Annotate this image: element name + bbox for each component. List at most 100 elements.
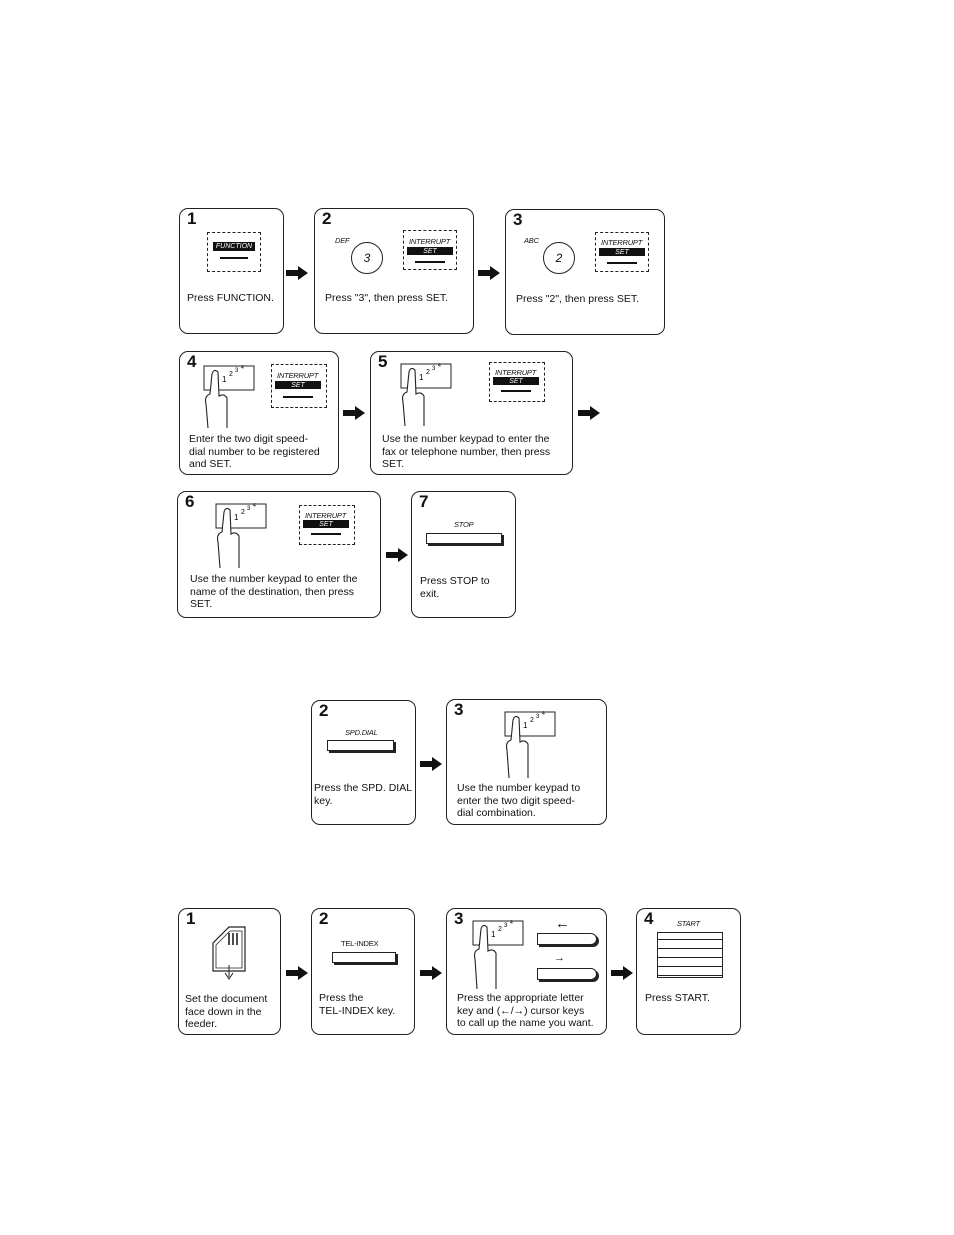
svg-text:3: 3 <box>247 506 251 512</box>
hand-pressing-icon: 1 2 3 4 <box>472 920 524 990</box>
step-number: 1 <box>186 909 196 928</box>
key-letters: DEF <box>335 236 350 245</box>
spd-dial-key <box>327 740 394 751</box>
step-caption: Press START. <box>645 992 710 1004</box>
left-arrow-icon: ← <box>555 915 570 932</box>
hand-pressing-icon: 1 2 3 4 <box>400 363 452 427</box>
key-bar <box>501 390 531 392</box>
key-bar <box>607 262 637 264</box>
svg-text:2: 2 <box>498 926 502 933</box>
step-caption: Press the TEL-INDEX key. <box>319 992 396 1017</box>
right-arrow-icon <box>386 548 408 562</box>
step-caption: Press the SPD. DIAL key. <box>314 782 413 807</box>
right-arrow-icon <box>343 406 365 420</box>
svg-text:3: 3 <box>536 714 540 720</box>
svg-text:4: 4 <box>241 365 244 371</box>
svg-text:2: 2 <box>530 717 534 724</box>
set-key: SET <box>275 381 321 389</box>
set-key-box <box>595 232 649 272</box>
digit-label: 2 <box>555 251 563 265</box>
svg-text:4: 4 <box>438 363 441 369</box>
left-cursor-key <box>537 933 597 945</box>
s1-step-6: 6 1 2 3 4 INTERRUPT SET Use the number k… <box>177 491 381 618</box>
digit-key: 3 <box>351 242 383 274</box>
interrupt-label: INTERRUPT <box>277 371 319 380</box>
interrupt-label: INTERRUPT <box>601 238 643 247</box>
svg-text:3: 3 <box>235 368 239 374</box>
digit-label: 3 <box>363 251 371 265</box>
hand-pressing-icon: 1 2 3 4 <box>504 711 556 779</box>
key-letters: ABC <box>524 236 539 245</box>
step-number: 3 <box>454 700 464 719</box>
svg-text:2: 2 <box>241 509 245 516</box>
s3-step-4: 4 START Press START. <box>636 908 741 1035</box>
function-key: FUNCTION <box>213 242 255 251</box>
s1-step-4: 4 1 2 3 4 INTERRUPT SET Enter the two di… <box>179 351 339 475</box>
interrupt-label: INTERRUPT <box>409 237 451 246</box>
svg-text:4: 4 <box>253 503 256 509</box>
s3-step-1: 1 Set the document face down in the feed… <box>178 908 281 1035</box>
step-number: 2 <box>322 209 332 228</box>
svg-text:4: 4 <box>542 711 545 717</box>
step-caption: Press "2", then press SET. <box>516 293 640 305</box>
set-key-box <box>489 362 545 402</box>
step-number: 6 <box>185 492 195 511</box>
step-number: 2 <box>319 701 329 720</box>
right-arrow-icon <box>420 757 442 771</box>
stop-key <box>426 533 502 544</box>
s3-step-2: 2 TEL-INDEX Press the TEL-INDEX key. <box>311 908 415 1035</box>
svg-text:1: 1 <box>523 721 528 730</box>
step-number: 5 <box>378 352 388 371</box>
svg-text:1: 1 <box>491 930 496 939</box>
tel-index-key <box>332 952 396 963</box>
interrupt-label: INTERRUPT <box>305 511 347 520</box>
interrupt-label: INTERRUPT <box>495 368 537 377</box>
svg-text:1: 1 <box>419 373 424 382</box>
spd-dial-key-label: SPD.DIAL <box>345 728 378 737</box>
key-bar <box>220 257 248 259</box>
right-arrow-icon <box>578 406 600 420</box>
s2-step-2: 2 SPD.DIAL Press the SPD. DIAL key. <box>311 700 416 825</box>
svg-text:1: 1 <box>222 375 227 384</box>
set-key-box <box>403 230 457 270</box>
set-key-box <box>271 364 327 408</box>
step-caption: Press the appropriate letter key and (←/… <box>457 992 594 1029</box>
step-number: 4 <box>187 352 197 371</box>
svg-text:3: 3 <box>432 366 436 372</box>
right-arrow-glyph-icon: → <box>554 952 565 964</box>
s1-step-2: 2 DEF 3 INTERRUPT SET Press "3", then pr… <box>314 208 474 334</box>
step-caption: Press STOP to exit. <box>420 575 490 600</box>
step-caption: Use the number keypad to enter the two d… <box>457 782 581 819</box>
step-caption: Press FUNCTION. <box>187 292 274 304</box>
key-bar <box>283 396 313 398</box>
key-bar <box>311 533 341 535</box>
s2-step-3: 3 1 2 3 4 Use the number keypad to enter… <box>446 699 607 825</box>
step-caption: Use the number keypad to enter the name … <box>190 573 358 610</box>
digit-key: 2 <box>543 242 575 274</box>
function-key-box <box>207 232 261 272</box>
step-number: 3 <box>513 210 523 229</box>
right-arrow-icon <box>420 966 442 980</box>
start-key-label: START <box>677 919 700 928</box>
key-bar <box>415 261 445 263</box>
step-number: 4 <box>644 909 654 928</box>
step-caption: Set the document face down in the feeder… <box>185 993 268 1030</box>
s1-step-5: 5 1 2 3 4 INTERRUPT SET Use the number k… <box>370 351 573 475</box>
right-arrow-icon <box>286 266 308 280</box>
set-key-box <box>299 505 355 545</box>
svg-text:4: 4 <box>510 920 513 926</box>
step-caption: Press "3", then press SET. <box>325 292 449 304</box>
right-arrow-icon <box>611 966 633 980</box>
svg-text:3: 3 <box>504 923 508 929</box>
right-cursor-key <box>537 968 597 980</box>
set-key: SET <box>303 520 349 528</box>
step-caption: Use the number keypad to enter the fax o… <box>382 433 551 470</box>
step-number: 7 <box>419 492 429 511</box>
svg-text:1: 1 <box>234 513 239 522</box>
start-key <box>657 932 723 978</box>
s3-step-3: 3 1 2 3 4 ← → Press the appropriate lett… <box>446 908 607 1035</box>
set-key: SET <box>407 247 453 255</box>
hand-pressing-icon: 1 2 3 4 <box>203 365 255 429</box>
svg-text:2: 2 <box>426 369 430 376</box>
right-arrow-icon <box>478 266 500 280</box>
